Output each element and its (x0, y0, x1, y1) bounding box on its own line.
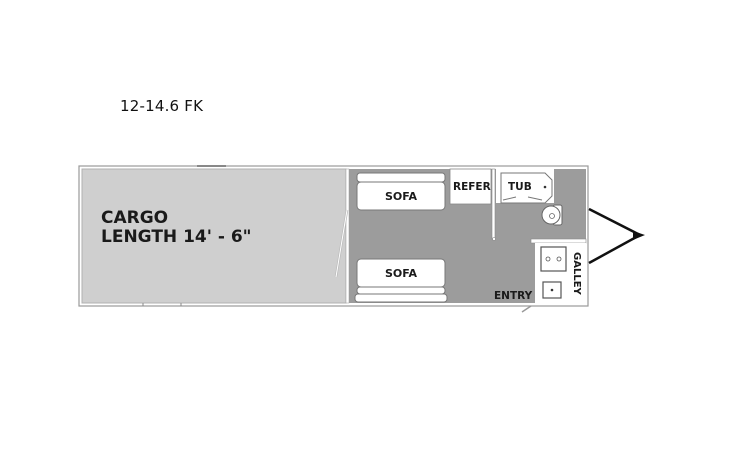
entry-label: ENTRY (494, 290, 533, 302)
galley-label: GALLEY (571, 252, 582, 295)
tub-label: TUB (508, 181, 532, 193)
sofa-top (356, 172, 446, 211)
refrigerator (449, 168, 492, 205)
cargo-label-line2: LENGTH 14' - 6" (101, 227, 252, 247)
cargo-area (81, 168, 347, 304)
toilet (541, 204, 563, 226)
entry-door (521, 305, 532, 313)
sink (540, 246, 567, 272)
sofa-top-label: SOFA (385, 190, 418, 203)
refer-label: REFER (453, 181, 491, 193)
cargo-label-line1: CARGO (101, 208, 169, 228)
hitch-tongue (588, 207, 645, 265)
tub (500, 172, 553, 204)
model-title: 12-14.6 FK (120, 97, 204, 115)
cargo-label: CARGO LENGTH 14' - 6" (101, 209, 252, 247)
sofa-bottom (354, 258, 448, 303)
sofa-bottom-label: SOFA (385, 267, 418, 280)
